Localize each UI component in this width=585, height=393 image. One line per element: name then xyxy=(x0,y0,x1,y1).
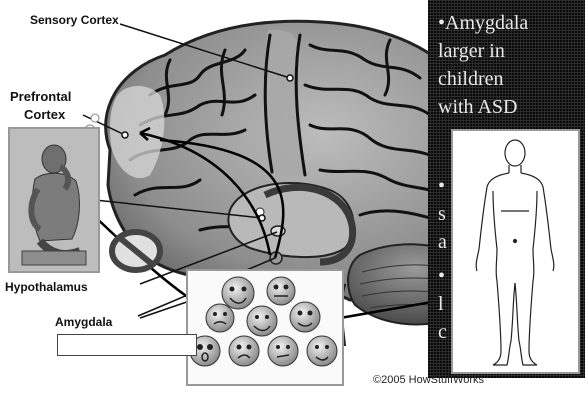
copyright-text: ©2005 HowStuffWorks xyxy=(373,374,484,386)
bullet-partial-3: • l c xyxy=(438,262,585,346)
label-hypothalamus: Hypothalamus xyxy=(5,280,88,294)
label-prefrontal-line2: Cortex xyxy=(10,106,71,124)
label-amygdala: Amygdala xyxy=(55,315,112,329)
label-prefrontal-line1: Prefrontal xyxy=(10,88,71,106)
bullet-partial-2: • s a xyxy=(438,172,585,256)
blank-answer-box[interactable] xyxy=(57,334,197,356)
label-prefrontal-cortex: Prefrontal Cortex xyxy=(10,88,71,124)
thinker-image xyxy=(8,127,100,273)
label-sensory-cortex: Sensory Cortex xyxy=(30,13,119,27)
emoticon-faces-image xyxy=(186,269,344,386)
bullet-amygdala-larger: •Amygdala larger in children with ASD xyxy=(438,9,585,121)
text-panel: •Amygdala larger in children with ASD • … xyxy=(428,0,585,378)
thinker-statue-icon xyxy=(10,129,98,271)
prohibition-sign-icon xyxy=(106,226,166,276)
emoticon-faces-icon xyxy=(188,271,342,384)
